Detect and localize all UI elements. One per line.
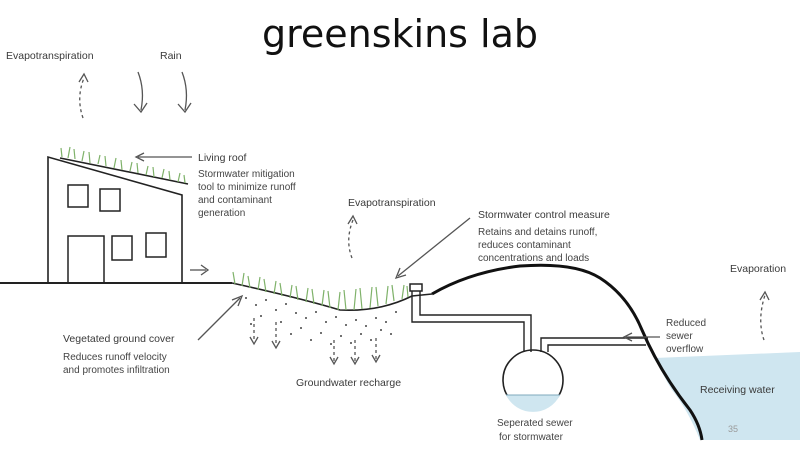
label-living-roof: Living roof (198, 152, 247, 164)
label-evaporation: Evaporation (730, 263, 786, 275)
label-receiving-water: Receiving water (700, 384, 775, 396)
swale-grass (232, 271, 409, 311)
label-living-roof-desc-1: Stormwater mitigation (198, 169, 295, 180)
label-rain: Rain (160, 50, 182, 62)
evaporation-arrow (759, 290, 770, 341)
label-scm: Stormwater control measure (478, 209, 610, 221)
living-roof-grass (60, 146, 186, 184)
label-scm-desc-2: reduces contaminant (478, 240, 571, 251)
separated-sewer (502, 349, 564, 412)
label-evapotranspiration-top: Evapotranspiration (6, 50, 94, 62)
page-number: 35 (728, 424, 738, 434)
label-scm-desc-1: Retains and detains runoff, (478, 227, 597, 238)
rain-arrows (133, 71, 192, 114)
label-sewer-2: for stormwater (499, 432, 564, 443)
label-scm-desc-3: concentrations and loads (478, 253, 589, 264)
building-window (145, 232, 167, 258)
receiving-water (655, 352, 800, 440)
inlet-pipe (411, 291, 532, 352)
label-overflow-3: overflow (666, 344, 704, 355)
building (47, 155, 189, 284)
swale-surface (231, 282, 433, 312)
label-living-roof-desc-3: and contaminant (198, 195, 272, 206)
label-vegetated-desc-2: and promotes infiltration (63, 365, 170, 376)
label-vegetated-desc-1: Reduces runoff velocity (63, 352, 167, 363)
label-evapotranspiration-mid: Evapotranspiration (348, 197, 436, 209)
label-sewer-1: Seperated sewer (497, 418, 573, 429)
label-overflow-1: Reduced (666, 318, 706, 329)
hill-bank (431, 263, 704, 441)
inlet-cap (409, 283, 423, 292)
building-window (111, 235, 133, 261)
label-overflow-2: sewer (666, 331, 693, 342)
evapotranspiration-arrow-mid (347, 214, 358, 259)
overflow-pipe (540, 337, 648, 352)
vegetated-leader (197, 297, 241, 341)
building-window (99, 188, 121, 212)
slide-title: greenskins lab (261, 12, 539, 56)
label-living-roof-desc-2: tool to minimize runoff (198, 182, 296, 193)
scm-leader (397, 217, 471, 277)
infiltration-dots (245, 297, 397, 345)
groundwater-arrows (249, 318, 381, 366)
label-living-roof-desc-4: generation (198, 208, 245, 219)
building-door (67, 235, 105, 284)
label-groundwater: Groundwater recharge (296, 377, 401, 389)
label-vegetated: Vegetated ground cover (63, 333, 175, 345)
building-window (67, 184, 89, 208)
evapotranspiration-arrow-top (78, 72, 89, 119)
